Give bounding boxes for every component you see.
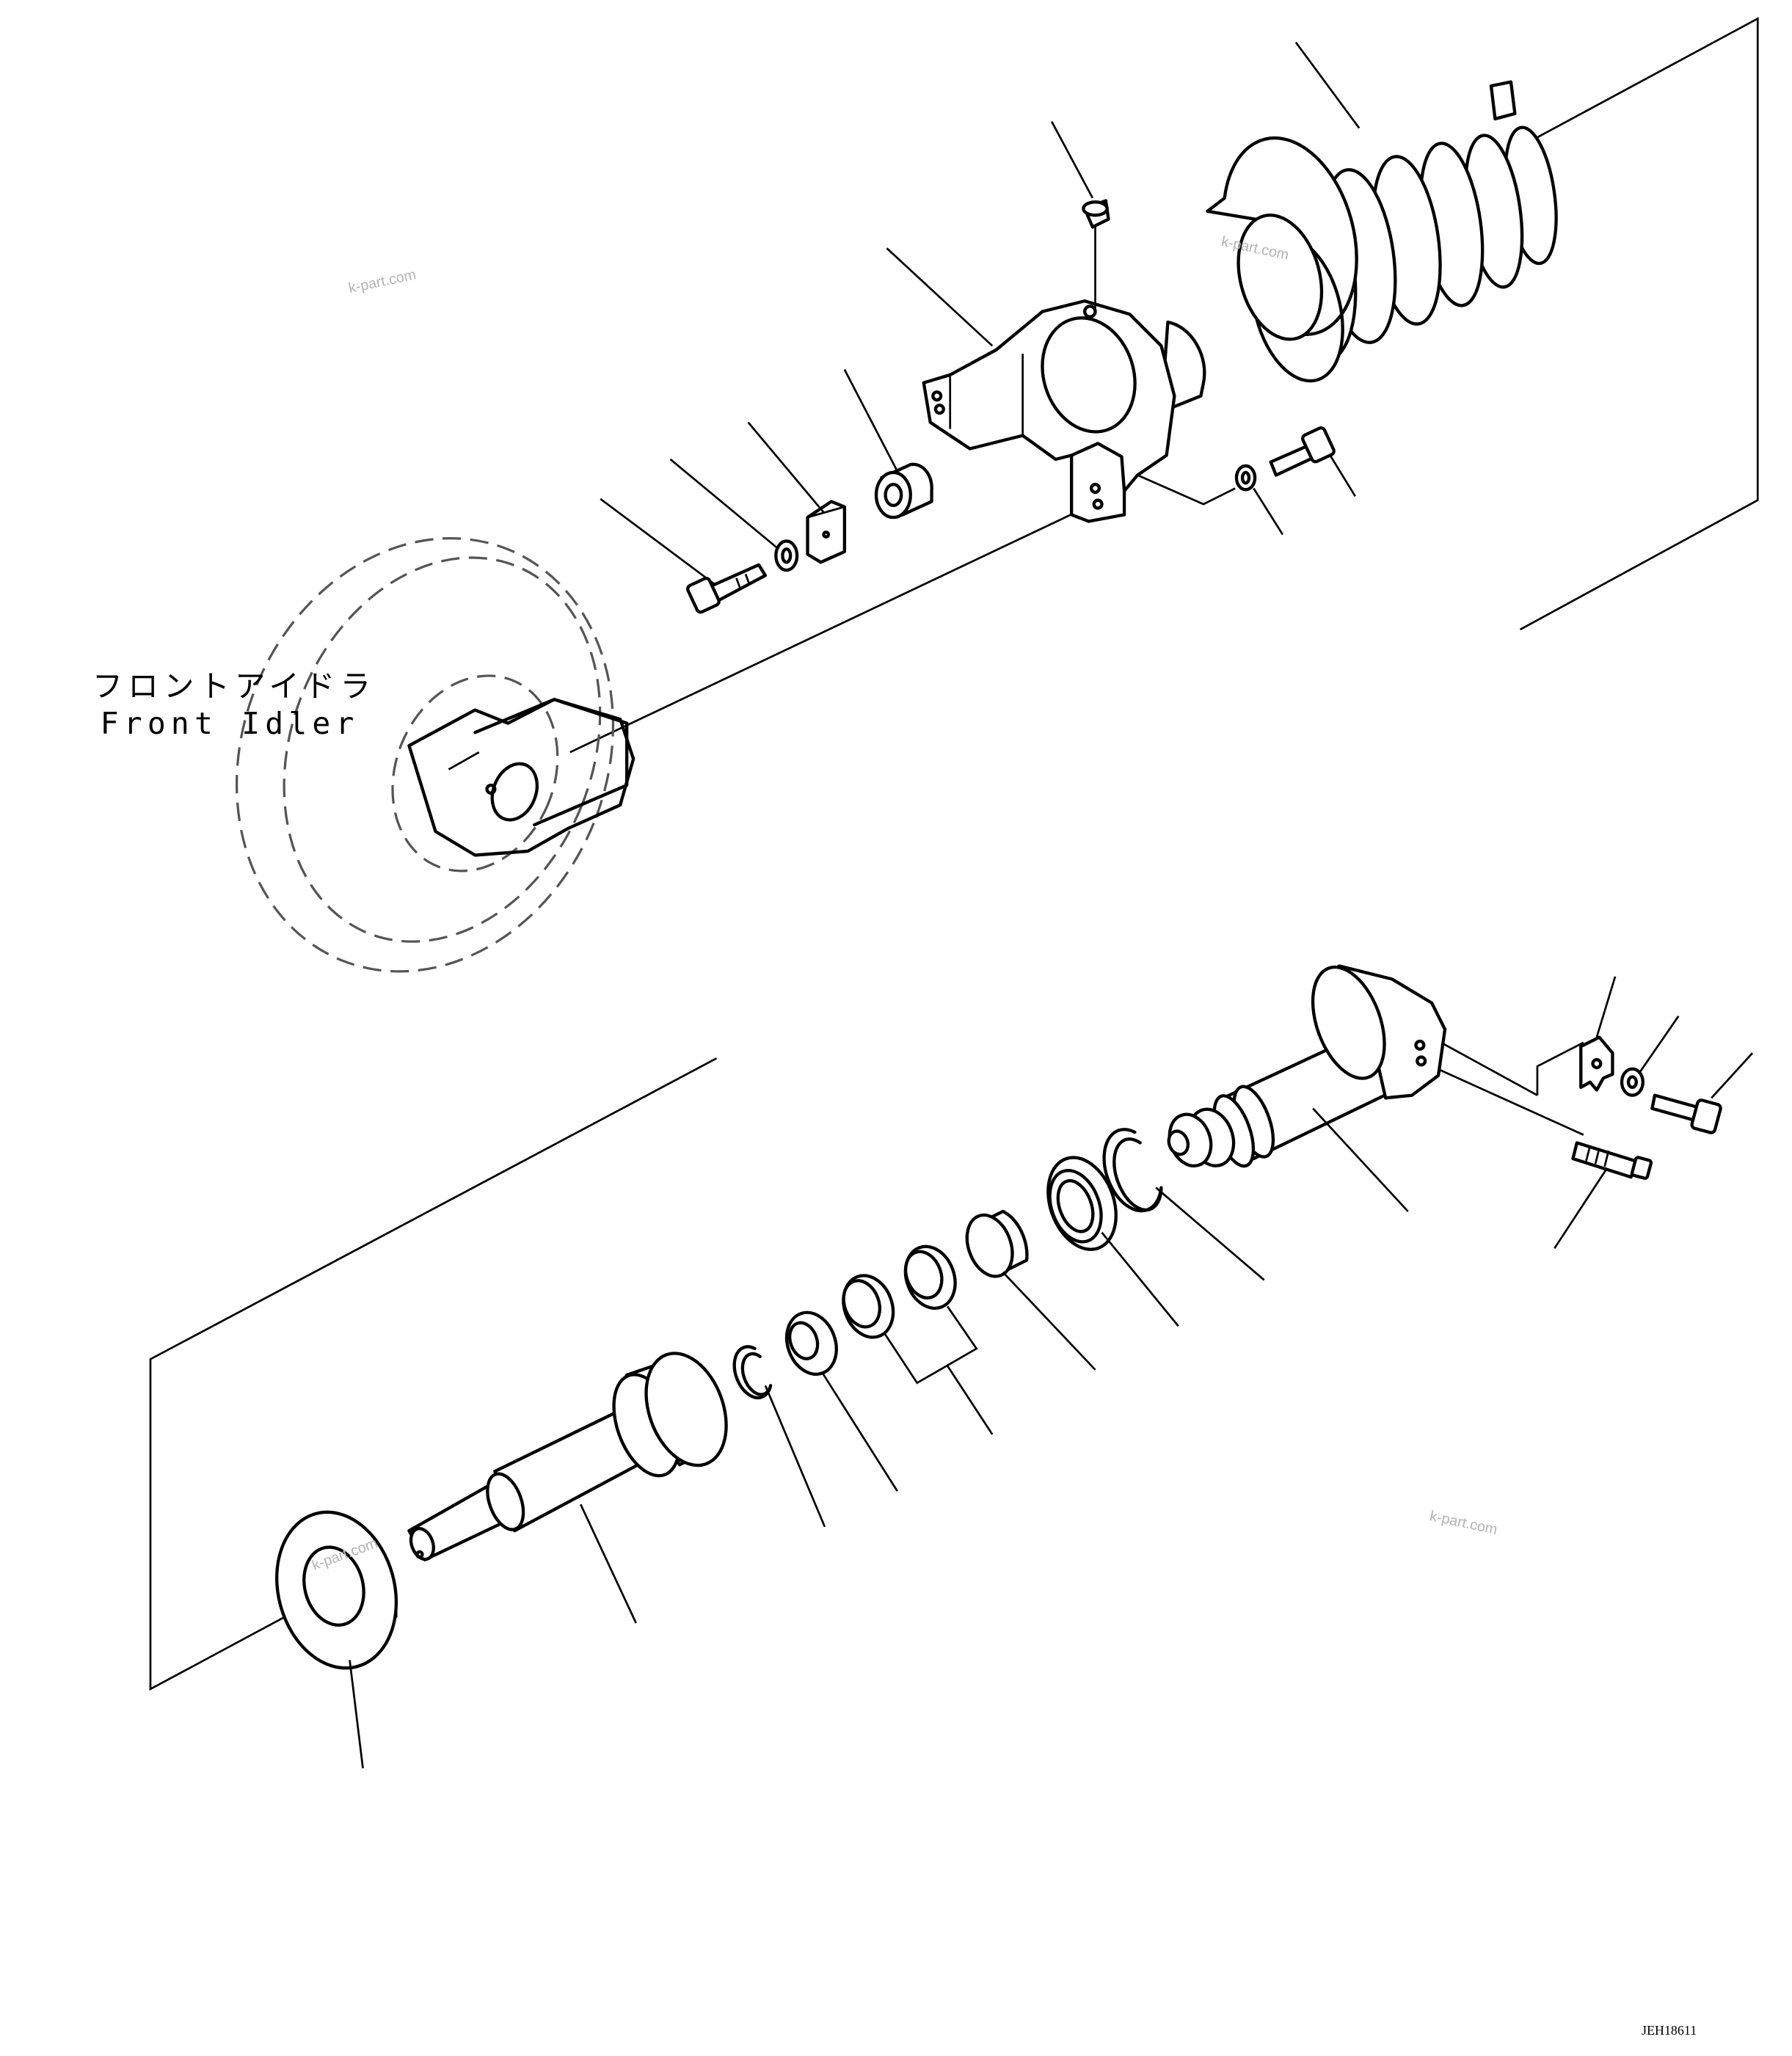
yoke bbox=[922, 299, 1206, 523]
centre-axis-lower bbox=[1440, 1041, 1538, 1096]
large-ring bbox=[275, 1510, 398, 1670]
leader-recoil-spring bbox=[1294, 41, 1361, 129]
bushing-upper bbox=[874, 462, 933, 520]
recoil-spring bbox=[1206, 80, 1558, 383]
leader-seal bbox=[821, 1371, 898, 1492]
sleeve bbox=[965, 1209, 1029, 1278]
leader-bushing-pair-tail bbox=[947, 1365, 994, 1435]
plate bbox=[806, 500, 847, 564]
leader-washer-lower bbox=[1639, 1016, 1680, 1073]
centre-bolt-right bbox=[1137, 474, 1236, 506]
leader-bolt-right bbox=[1329, 454, 1356, 497]
front-idler-label-en: Front Idler bbox=[101, 706, 360, 741]
grease-plug bbox=[1082, 199, 1110, 229]
bushing-pair bbox=[842, 1244, 957, 1339]
leader-large-ring bbox=[349, 1660, 364, 1768]
leader-plate-lower bbox=[1595, 976, 1617, 1038]
reference-frame-lower bbox=[149, 1057, 718, 1691]
watermark-1: k-part.com bbox=[347, 266, 418, 296]
cylinder-axle bbox=[1167, 964, 1447, 1168]
seal bbox=[784, 1310, 838, 1376]
bolt-right bbox=[1269, 426, 1336, 477]
leader-snap-ring-right bbox=[1155, 1186, 1265, 1281]
washer-left bbox=[774, 539, 799, 572]
leader-bushing-pair bbox=[883, 1305, 978, 1385]
leader-bolt-left bbox=[600, 497, 716, 586]
leader-snap-ring-left bbox=[764, 1385, 826, 1528]
leader-plate bbox=[747, 421, 825, 513]
centre-axis-lower-bolt bbox=[1431, 1065, 1584, 1136]
bolt-left bbox=[686, 563, 768, 614]
leader-piston-rod bbox=[580, 1503, 637, 1624]
centre-axis-lower-step bbox=[1536, 1041, 1584, 1096]
drawing-code: JEH18611 bbox=[1642, 2023, 1697, 2038]
snap-ring-right bbox=[1102, 1128, 1163, 1213]
watermark-3: k-part.com bbox=[1428, 1508, 1498, 1538]
leader-grease-fitting bbox=[1554, 1167, 1609, 1250]
washer-lower bbox=[1620, 1067, 1645, 1097]
leader-washer-right bbox=[1253, 487, 1284, 536]
reference-frame-upper bbox=[1519, 17, 1759, 631]
leader-grease-plug bbox=[1051, 120, 1094, 199]
leader-cylinder-axle bbox=[1312, 1107, 1409, 1212]
plate-lower bbox=[1579, 1035, 1614, 1092]
grease-fitting bbox=[1571, 1141, 1653, 1180]
leader-yoke bbox=[886, 247, 994, 347]
bearing bbox=[1046, 1156, 1118, 1251]
centre-axis-upper bbox=[569, 507, 1085, 754]
washer-right bbox=[1234, 464, 1257, 492]
leader-bearing bbox=[1101, 1231, 1179, 1327]
piston-rod bbox=[407, 1352, 728, 1561]
snap-ring-left bbox=[732, 1345, 773, 1399]
leader-bushing-upper bbox=[843, 369, 898, 472]
front-idler-phantom bbox=[236, 537, 635, 973]
front-idler-label-jp: フロントアイドラ bbox=[92, 669, 376, 704]
leader-sleeve bbox=[1002, 1271, 1096, 1371]
leader-washer-left bbox=[669, 458, 779, 550]
leader-bolt-lower bbox=[1711, 1052, 1754, 1099]
bolt-lower bbox=[1650, 1093, 1722, 1134]
